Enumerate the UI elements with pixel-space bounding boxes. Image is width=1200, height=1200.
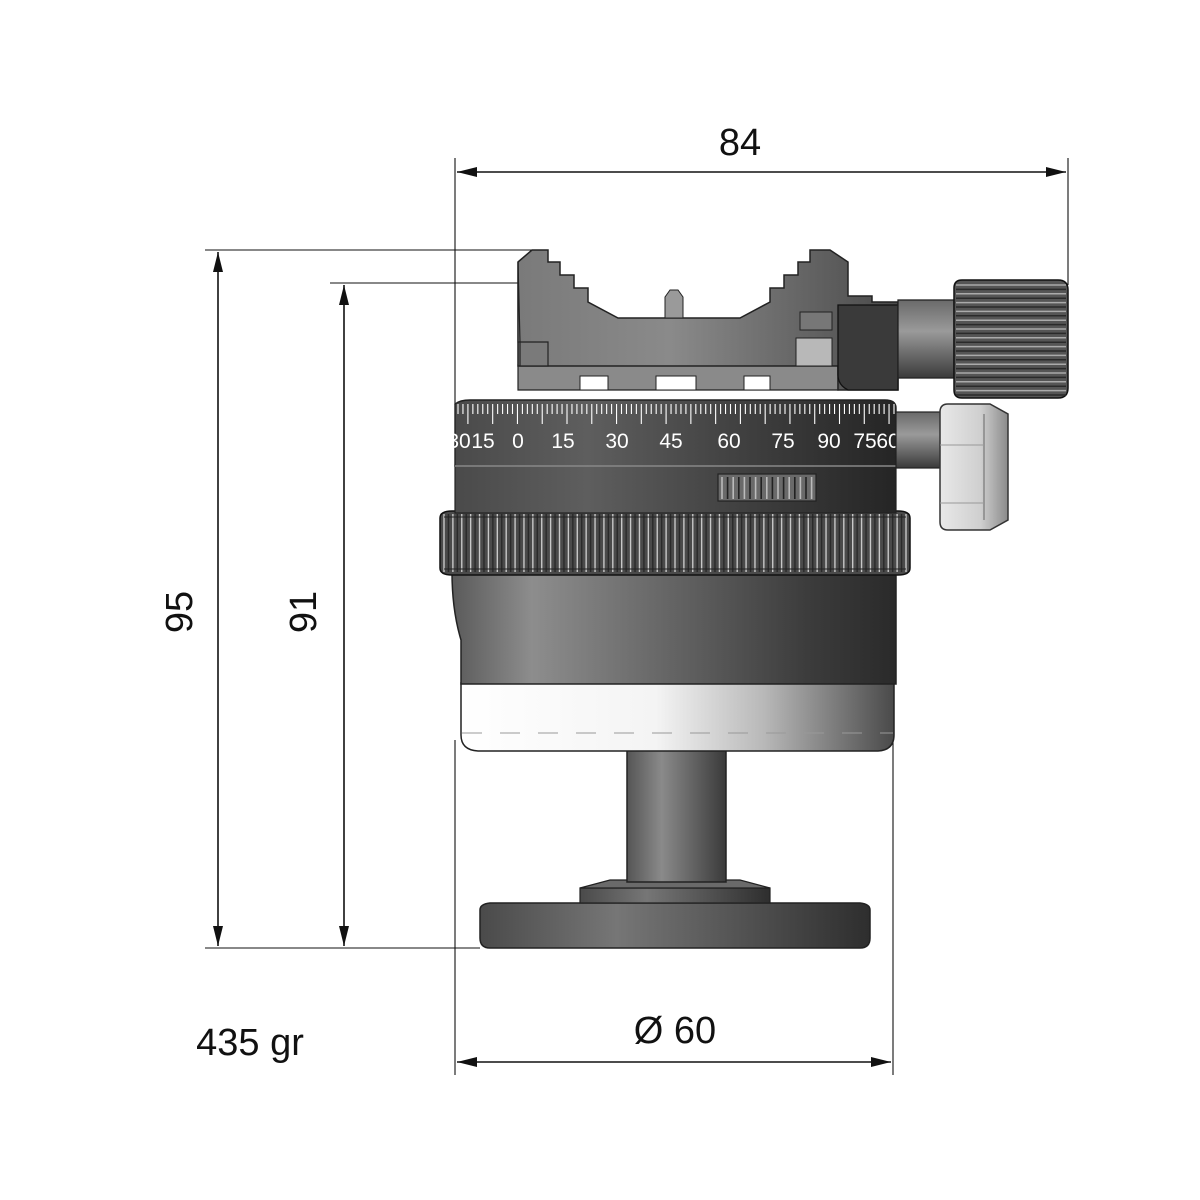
- dimension-diameter-60: Ø 60: [454, 740, 894, 1075]
- dial-scale-label: 30: [447, 430, 470, 453]
- dial-scale-label: 0: [512, 430, 524, 453]
- lower-ring: [460, 682, 895, 752]
- main-body: [451, 571, 897, 685]
- dimension-95-label: 95: [159, 591, 201, 633]
- clamp-knob: [897, 279, 1069, 399]
- dial-scale-label: 75: [853, 430, 876, 453]
- dimension-diameter-label: Ø 60: [634, 1010, 716, 1052]
- stem: [626, 747, 727, 883]
- knurled-ring: [439, 510, 911, 576]
- lock-lever: [895, 403, 1009, 531]
- dimension-95: 95: [159, 249, 545, 949]
- dial-scale-label: 60: [717, 430, 740, 453]
- dial-scale-label: 15: [471, 430, 494, 453]
- lock-knurl: [717, 473, 817, 502]
- dial-scale-label: 30: [605, 430, 628, 453]
- dimension-84: 84: [454, 122, 1069, 405]
- dial-scale-label: 90: [817, 430, 840, 453]
- dial-scale-label: 60: [876, 430, 899, 453]
- weight-label: 435 gr: [196, 1022, 304, 1064]
- base-plate: [479, 879, 871, 949]
- dimension-91: 91: [283, 282, 522, 946]
- dimension-91-label: 91: [283, 591, 325, 633]
- dial-scale-label: 75: [771, 430, 794, 453]
- clamp: [517, 249, 899, 391]
- dimension-84-label: 84: [719, 122, 761, 164]
- dial-scale-label: 15: [551, 430, 574, 453]
- dial-scale-label: 45: [659, 430, 682, 453]
